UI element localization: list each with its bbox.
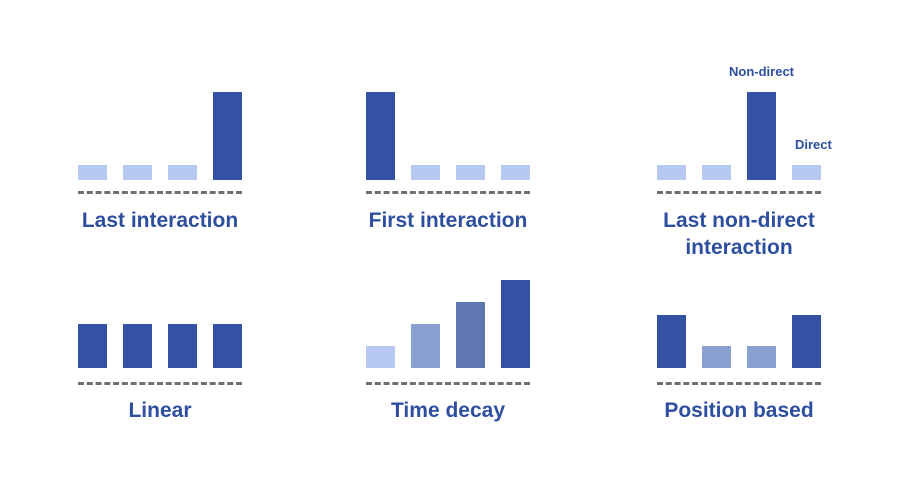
- caption-line: Last non-direct: [663, 209, 815, 232]
- bar-label-direct: Direct: [795, 137, 832, 152]
- bar-position-based-4: [792, 315, 821, 368]
- caption-line: Last interaction: [81, 209, 239, 232]
- bar-last-interaction-1: [78, 165, 107, 180]
- bar-last-non-direct-interaction-2: [702, 165, 731, 180]
- caption-position-based: Position based: [619, 397, 859, 424]
- caption-line: interaction: [685, 236, 793, 259]
- caption-first-interaction: First interaction: [328, 207, 568, 234]
- caption-line: Position based: [664, 399, 814, 422]
- bar-last-non-direct-interaction-4: [792, 165, 821, 180]
- baseline-time-decay: [366, 382, 530, 385]
- caption-time-decay: Time decay: [328, 397, 568, 424]
- bar-label-non-direct: Non-direct: [729, 64, 794, 79]
- bar-position-based-1: [657, 315, 686, 368]
- baseline-linear: [78, 382, 242, 385]
- caption-linear: Linear: [40, 397, 280, 424]
- baseline-first-interaction: [366, 191, 530, 194]
- bar-time-decay-2: [411, 324, 440, 368]
- caption-line: First interaction: [368, 209, 528, 232]
- bar-first-interaction-1: [366, 92, 395, 180]
- bar-last-non-direct-interaction-1: [657, 165, 686, 180]
- bar-last-interaction-3: [168, 165, 197, 180]
- bar-linear-4: [213, 324, 242, 368]
- bar-linear-1: [78, 324, 107, 368]
- bar-time-decay-1: [366, 346, 395, 368]
- caption-line: Linear: [128, 399, 192, 422]
- bar-position-based-2: [702, 346, 731, 368]
- bar-last-interaction-4: [213, 92, 242, 180]
- bar-first-interaction-3: [456, 165, 485, 180]
- baseline-last-interaction: [78, 191, 242, 194]
- caption-line: Time decay: [390, 399, 505, 422]
- bar-time-decay-4: [501, 280, 530, 368]
- caption-last-non-direct-interaction: Last non-direct interaction: [619, 207, 859, 261]
- bar-first-interaction-2: [411, 165, 440, 180]
- bar-position-based-3: [747, 346, 776, 368]
- baseline-position-based: [657, 382, 821, 385]
- bar-last-non-direct-interaction-3: [747, 92, 776, 180]
- bar-linear-2: [123, 324, 152, 368]
- bar-first-interaction-4: [501, 165, 530, 180]
- bar-last-interaction-2: [123, 165, 152, 180]
- bar-time-decay-3: [456, 302, 485, 368]
- caption-last-interaction: Last interaction: [40, 207, 280, 234]
- baseline-last-non-direct-interaction: [657, 191, 821, 194]
- bar-linear-3: [168, 324, 197, 368]
